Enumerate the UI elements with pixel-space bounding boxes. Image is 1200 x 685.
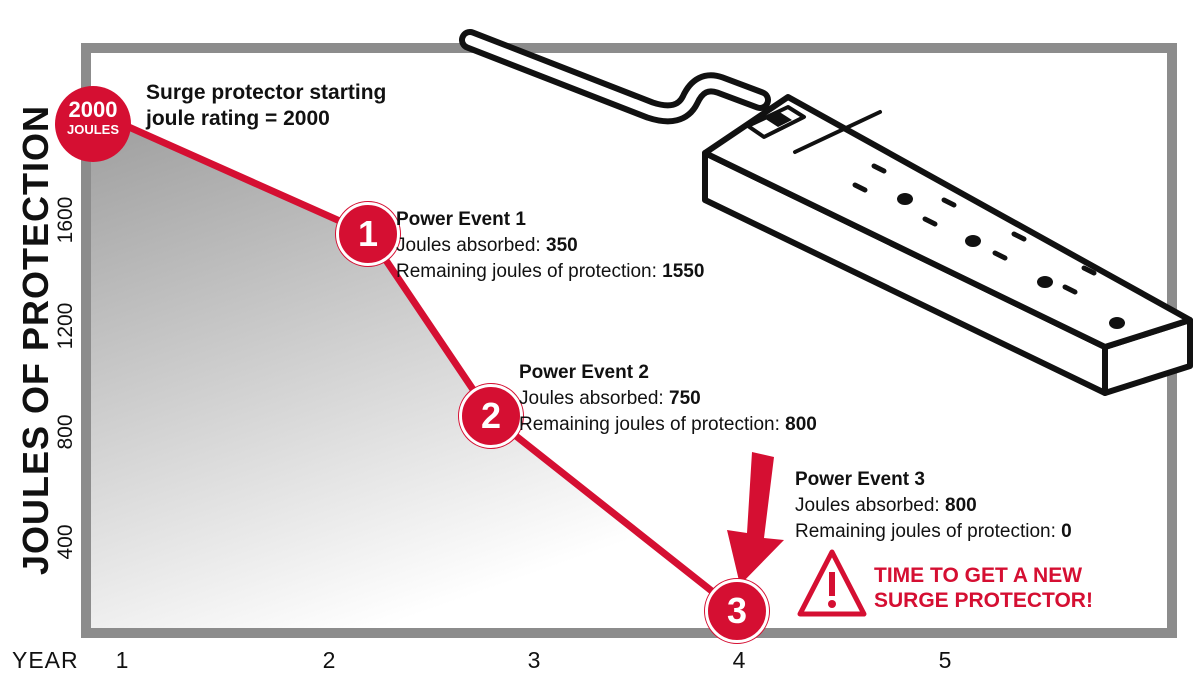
x-axis-title: YEAR: [12, 647, 79, 673]
x-tick-label: 2: [322, 647, 336, 673]
event-marker-2: 2: [459, 384, 523, 449]
absorbed-label: Joules absorbed:: [519, 388, 669, 409]
remaining-value: 800: [785, 414, 817, 435]
event-title: Power Event 3: [795, 469, 925, 490]
absorbed-value: 750: [669, 388, 701, 409]
remaining-value: 0: [1061, 521, 1072, 542]
remaining-label: Remaining joules of protection:: [396, 261, 663, 282]
start-value-badge: 2000 JOULES: [55, 86, 131, 162]
event-marker-3: 3: [705, 579, 769, 643]
absorbed-label: Joules absorbed:: [396, 235, 546, 256]
protection-line: [120, 120, 740, 614]
y-tick-label: 1600: [54, 196, 77, 244]
x-tick-label: 4: [732, 647, 746, 673]
x-tick-label: 5: [938, 647, 952, 673]
power-strip-icon: [459, 29, 1193, 396]
remaining-label: Remaining joules of protection:: [519, 414, 786, 435]
remaining-value: 1550: [662, 261, 705, 282]
event-title: Power Event 1: [396, 209, 526, 230]
warning-line: SURGE PROTECTOR!: [874, 589, 1093, 612]
event-marker-1: 1: [336, 201, 400, 266]
start-unit: JOULES: [66, 122, 119, 137]
replace-warning: TIME TO GET A NEW SURGE PROTECTOR!: [874, 563, 1093, 613]
event-annotation-3: Power Event 3 Joules absorbed: 800 Remai…: [795, 467, 1072, 545]
y-tick-label: 1200: [54, 302, 77, 350]
event-annotation-1: Power Event 1 Joules absorbed: 350 Remai…: [396, 207, 704, 285]
absorbed-value: 350: [546, 235, 578, 256]
y-tick-label: 800: [54, 414, 77, 450]
start-note-line: Surge protector starting: [146, 81, 387, 104]
x-tick-label: 3: [527, 647, 541, 673]
y-axis-title: JOULES OF PROTECTION: [15, 104, 56, 576]
absorbed-value: 800: [945, 495, 977, 516]
x-tick-label: 1: [115, 647, 129, 673]
protection-area: [91, 124, 737, 628]
y-tick-label: 400: [54, 524, 77, 560]
warning-triangle-icon: [797, 549, 867, 617]
event-title: Power Event 2: [519, 362, 649, 383]
down-arrow-icon: [727, 452, 784, 585]
warning-line: TIME TO GET A NEW: [874, 564, 1083, 587]
remaining-label: Remaining joules of protection:: [795, 521, 1062, 542]
start-annotation: Surge protector starting joule rating = …: [146, 80, 386, 132]
event-annotation-2: Power Event 2 Joules absorbed: 750 Remai…: [519, 360, 817, 438]
absorbed-label: Joules absorbed:: [795, 495, 945, 516]
start-note-line: joule rating = 2000: [146, 107, 330, 130]
start-value: 2000: [68, 97, 118, 122]
